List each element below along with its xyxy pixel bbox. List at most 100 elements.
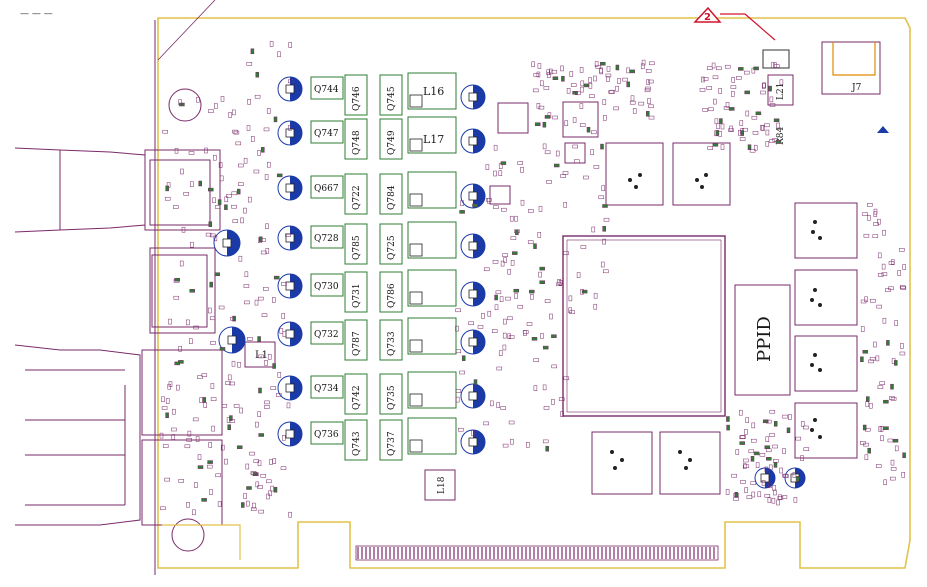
- mosfet-outline: [310, 421, 344, 445]
- smd-component: [899, 248, 905, 252]
- smd-component: [736, 76, 742, 80]
- smd-component: [472, 203, 478, 208]
- smd-component: [244, 271, 249, 278]
- smd-component: [769, 96, 774, 103]
- smd-component: [648, 115, 655, 120]
- smd-component: [562, 171, 569, 175]
- smd-component: [266, 479, 272, 484]
- smd-component: [579, 123, 586, 127]
- smd-component: [507, 333, 511, 340]
- smd-component: [257, 485, 263, 489]
- smd-component: [882, 229, 886, 236]
- smd-component: [459, 210, 465, 214]
- smd-component: [629, 69, 635, 74]
- smd-component: [500, 161, 507, 165]
- smd-component: [759, 453, 766, 457]
- smd-component: [560, 174, 566, 178]
- smd-component: [258, 433, 264, 437]
- smd-component: [522, 330, 529, 334]
- smd-component: [246, 62, 253, 66]
- smd-component: [772, 485, 776, 491]
- smd-component: [762, 419, 769, 424]
- smd-component: [243, 207, 247, 214]
- smd-component: [773, 118, 780, 123]
- inductor-pad: [409, 291, 423, 305]
- smd-component: [243, 493, 247, 499]
- smd-component: [788, 414, 792, 420]
- smd-component: [750, 481, 757, 485]
- smd-component: [208, 187, 214, 192]
- mosfet-label: Q742: [352, 385, 362, 410]
- smd-component: [546, 180, 552, 184]
- vrm-capacitor: [460, 128, 486, 154]
- smd-component: [286, 402, 291, 409]
- smd-component: [471, 430, 475, 436]
- smd-component: [765, 436, 770, 442]
- smd-component: [174, 361, 180, 366]
- smd-component: [507, 268, 511, 275]
- smd-component: [702, 77, 709, 81]
- smd-component: [253, 472, 259, 476]
- smd-component: [288, 42, 292, 48]
- smd-component: [775, 140, 782, 144]
- mosfet-outline: [379, 419, 403, 461]
- vrm-capacitor: [460, 183, 486, 209]
- smd-component: [206, 464, 213, 469]
- smd-component: [776, 122, 780, 129]
- smd-component: [228, 112, 232, 118]
- smd-component: [514, 293, 518, 299]
- smd-component: [539, 266, 545, 271]
- smd-component: [221, 404, 228, 408]
- smd-component: [209, 233, 216, 238]
- smd-component: [197, 465, 204, 469]
- smd-component: [536, 71, 541, 78]
- smd-component: [273, 486, 278, 493]
- smd-component: [276, 173, 283, 178]
- smd-component: [568, 295, 573, 302]
- smd-component: [872, 234, 879, 238]
- smd-component: [265, 248, 270, 254]
- smd-component: [711, 62, 716, 69]
- l1-label: L1: [255, 350, 268, 361]
- mosfet-outline: [310, 175, 344, 199]
- smd-component: [161, 406, 168, 410]
- vrm-capacitor: [277, 321, 303, 347]
- smd-component: [266, 493, 270, 500]
- smd-component: [765, 129, 770, 136]
- inductor-pad: [409, 339, 423, 353]
- smd-component: [220, 96, 225, 102]
- smd-component: [886, 340, 890, 346]
- mosfet-label: Q747: [314, 129, 339, 139]
- smd-component: [560, 65, 564, 72]
- smd-component: [630, 95, 635, 102]
- smd-component: [219, 347, 226, 351]
- mosfet-outline: [379, 223, 403, 265]
- smd-component: [503, 318, 507, 325]
- smd-component: [461, 355, 466, 361]
- smd-component: [552, 76, 559, 80]
- smd-component: [246, 500, 250, 507]
- smd-component: [272, 458, 277, 464]
- smd-component: [189, 289, 195, 293]
- smd-component: [701, 76, 705, 83]
- smd-component: [552, 115, 558, 120]
- smd-component: [901, 472, 905, 478]
- smd-component: [753, 144, 758, 151]
- smd-component: [716, 123, 720, 130]
- smd-component: [520, 167, 524, 173]
- small-switch: [762, 49, 790, 69]
- smd-component: [782, 473, 788, 478]
- smd-component: [197, 375, 203, 379]
- inductor-pad: [409, 393, 423, 407]
- smd-component: [606, 66, 611, 72]
- smd-component: [173, 295, 180, 300]
- smd-component: [495, 290, 502, 295]
- io-connectors: [14, 88, 223, 552]
- smd-component: [537, 63, 542, 69]
- smd-component: [272, 363, 276, 369]
- smd-component: [860, 299, 867, 304]
- smd-component: [569, 71, 574, 77]
- smd-component: [285, 233, 291, 237]
- smd-component: [773, 64, 780, 68]
- smd-component: [786, 427, 791, 434]
